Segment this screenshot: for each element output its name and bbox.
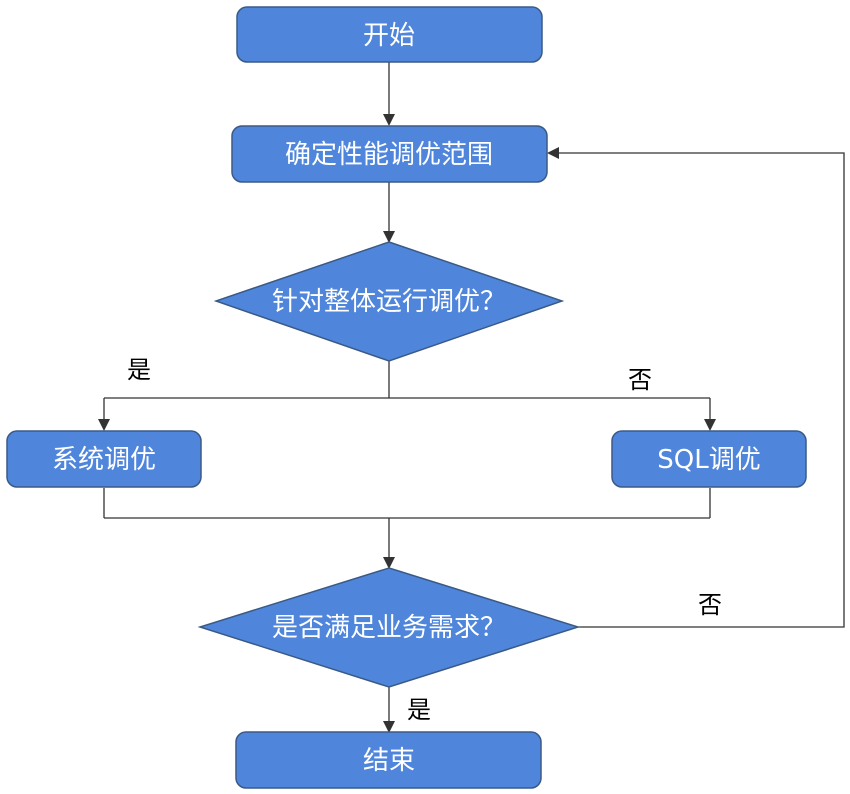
node-meets-decision-shape xyxy=(197,567,581,688)
node-start: 开始 xyxy=(236,6,543,63)
node-end-label: 结束 xyxy=(363,746,415,776)
node-meets-decision: 是否满足业务需求？ xyxy=(197,567,581,688)
node-start-shape xyxy=(236,6,543,63)
node-sql-tuning: SQL调优 xyxy=(611,430,807,488)
edge-meets-no-loop xyxy=(547,147,845,628)
label-meets-no: 否 xyxy=(698,591,722,619)
node-start-label: 开始 xyxy=(363,21,415,51)
label-overall-no: 否 xyxy=(628,366,652,394)
node-end-shape xyxy=(235,731,542,789)
label-overall-yes: 是 xyxy=(127,356,151,384)
node-sql-tuning-label: SQL调优 xyxy=(657,445,760,475)
node-define-scope: 确定性能调优范围 xyxy=(231,125,548,183)
node-system-tuning-shape xyxy=(6,430,202,488)
node-overall-decision-shape xyxy=(213,241,565,362)
node-define-scope-label: 确定性能调优范围 xyxy=(285,140,493,170)
node-sql-tuning-shape xyxy=(611,430,807,488)
node-overall-decision: 针对整体运行调优？ xyxy=(213,241,565,362)
node-define-scope-shape xyxy=(231,125,548,183)
node-overall-decision-label: 针对整体运行调优？ xyxy=(272,287,506,317)
node-end: 结束 xyxy=(235,731,542,789)
label-meets-yes: 是 xyxy=(407,696,431,724)
node-system-tuning-label: 系统调优 xyxy=(52,445,156,475)
node-meets-decision-label: 是否满足业务需求？ xyxy=(272,613,506,643)
node-system-tuning: 系统调优 xyxy=(6,430,202,488)
